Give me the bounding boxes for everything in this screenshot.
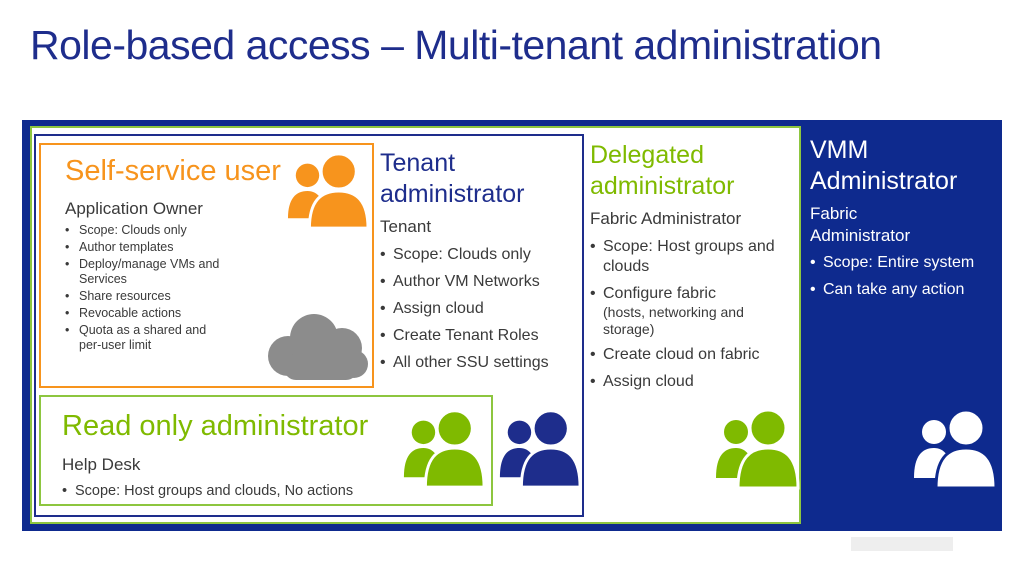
tenant-admin-panel: [34, 134, 584, 517]
list-item: Author templates: [65, 240, 225, 255]
vmm-role-label: Fabric Administrator: [810, 203, 910, 247]
list-item-text: Create cloud on fabric: [603, 346, 760, 363]
users-icon: [403, 409, 486, 489]
list-item: Scope: Host groups and clouds: [590, 237, 795, 277]
delegated-heading-line2: administrator: [590, 172, 735, 200]
self-service-user-heading: Self-service user: [65, 155, 281, 187]
list-item-text: Scope: Host groups and clouds: [603, 238, 775, 275]
delegated-admin-heading: Delegated administrator: [590, 140, 735, 202]
tenant-heading-line1: Tenant: [380, 149, 456, 177]
list-item-subtext: (hosts, networking and storage): [603, 304, 744, 337]
vmm-heading-line2: Administrator: [810, 167, 958, 195]
list-item: Scope: Entire system: [810, 253, 995, 273]
list-item-text: Assign cloud: [603, 373, 694, 390]
list-item: Assign cloud: [590, 372, 795, 392]
list-item: Revocable actions: [65, 306, 225, 321]
tenant-role-label: Tenant: [380, 217, 432, 236]
list-item: Scope: Clouds only: [380, 245, 580, 265]
users-icon: [499, 409, 582, 489]
footer-placeholder-bar: [851, 537, 953, 551]
list-item: Share resources: [65, 289, 225, 304]
list-item: Author VM Networks: [380, 272, 580, 292]
vmm-permissions-list: Scope: Entire system Can take any action: [810, 253, 995, 307]
delegated-role-label: Fabric Administrator: [590, 209, 742, 228]
read-only-permissions-list: Scope: Host groups and clouds, No action…: [62, 482, 353, 500]
list-item: Scope: Clouds only: [65, 223, 225, 238]
delegated-permissions-list: Scope: Host groups and clouds Configure …: [590, 237, 795, 399]
list-item: Can take any action: [810, 280, 995, 300]
tenant-heading-line2: administrator: [380, 180, 525, 208]
list-item: Create cloud on fabric: [590, 345, 795, 365]
self-service-user-panel: [39, 143, 374, 388]
vmm-role-line1: Fabric: [810, 204, 858, 223]
vmm-heading-line1: VMM: [810, 136, 869, 164]
read-only-admin-heading: Read only administrator: [62, 410, 369, 442]
vmm-admin-heading: VMM Administrator: [810, 135, 957, 197]
self-service-permissions-list: Scope: Clouds only Author templates Depl…: [65, 223, 225, 355]
delegated-heading-line1: Delegated: [590, 141, 704, 169]
tenant-permissions-list: Scope: Clouds only Author VM Networks As…: [380, 245, 580, 380]
list-item: Deploy/manage VMs and Services: [65, 257, 225, 287]
read-only-role-label: Help Desk: [62, 455, 141, 474]
self-service-role-label: Application Owner: [65, 199, 203, 218]
page-title: Role-based access – Multi-tenant adminis…: [30, 22, 882, 68]
tenant-admin-heading: Tenant administrator: [380, 148, 525, 210]
cloud-icon: [268, 314, 368, 380]
list-item: Create Tenant Roles: [380, 326, 580, 346]
list-item-text: Configure fabric: [603, 285, 716, 302]
users-icon: [914, 408, 998, 490]
list-item: Quota as a shared and per-user limit: [65, 323, 225, 353]
vmm-role-line2: Administrator: [810, 226, 911, 245]
list-item: Assign cloud: [380, 299, 580, 319]
users-icon: [716, 408, 800, 490]
read-only-admin-panel: [39, 395, 493, 506]
list-item: Scope: Host groups and clouds, No action…: [62, 482, 353, 500]
user-icon: [287, 152, 370, 230]
list-item: All other SSU settings: [380, 353, 580, 373]
list-item: Configure fabric (hosts, networking and s…: [590, 284, 795, 338]
